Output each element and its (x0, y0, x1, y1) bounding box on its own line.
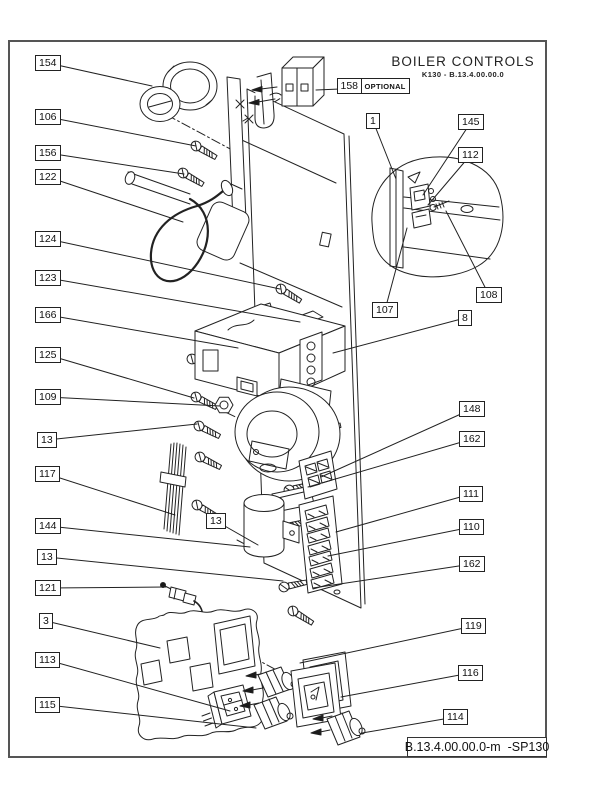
part-label-166: 166 (35, 307, 61, 324)
part-label-162: 162 (459, 556, 485, 573)
optional-text: OPTIONAL (364, 81, 406, 91)
part-number-158: 158 (337, 78, 362, 95)
part-label-123: 123 (35, 270, 61, 287)
part-label-110: 110 (459, 519, 484, 536)
rocker-switch-113 (201, 684, 252, 729)
part-label-106: 106 (35, 109, 61, 126)
part-label-158-optional: 158 OPTIONAL (337, 78, 410, 95)
part-label-3: 3 (39, 613, 53, 630)
part-label-162: 162 (459, 431, 485, 448)
leader-lines (45, 62, 490, 734)
drawing-title: BOILER CONTROLS K130 - B.13.4.00.00.0 (388, 54, 538, 79)
lamp-holder-2 (239, 696, 294, 730)
part-label-8: 8 (458, 310, 472, 327)
doc-ref-text: B.13.4.00.00.0-m -SP130 (404, 740, 550, 754)
terminal-strip-lower (298, 495, 343, 594)
part-label-119: 119 (461, 618, 486, 635)
part-label-154: 154 (35, 55, 61, 72)
part-label-1: 1 (366, 113, 380, 130)
capillary-cable-122 (124, 171, 250, 283)
part-label-148: 148 (459, 401, 485, 418)
wire-bundle-117 (159, 442, 187, 536)
part-label-114: 114 (443, 709, 468, 726)
part-label-144: 144 (35, 518, 61, 535)
doc-ref-box: B.13.4.00.00.0-m -SP130 (404, 737, 550, 757)
lamp-holder-119 (242, 666, 298, 698)
part-label-117: 117 (35, 466, 60, 483)
part-label-121: 121 (35, 580, 61, 597)
part-label-111: 111 (459, 486, 483, 503)
part-label-116: 116 (458, 665, 483, 682)
part-label-112: 112 (458, 147, 483, 164)
sheet-border-frame (8, 40, 547, 758)
part-label-108: 108 (476, 287, 502, 304)
part-label-13: 13 (206, 513, 226, 530)
part-label-115: 115 (35, 697, 60, 714)
gauge-154 (139, 61, 218, 122)
subtitle-text: K130 - B.13.4.00.00.0 (421, 70, 505, 79)
part-label-109: 109 (35, 389, 61, 406)
part-label-113: 113 (35, 652, 60, 669)
part-label-122: 122 (35, 169, 61, 186)
part-label-145: 145 (458, 114, 484, 131)
capacitor-144 (243, 494, 300, 558)
part-label-13: 13 (37, 432, 57, 449)
part-label-13: 13 (37, 549, 57, 566)
detail-view (371, 156, 504, 278)
part-label-156: 156 (35, 145, 61, 162)
title-text: BOILER CONTROLS (391, 54, 535, 69)
connector-114 (310, 710, 366, 746)
part-label-125: 125 (35, 347, 61, 364)
part-label-107: 107 (372, 302, 398, 319)
part-label-124: 124 (35, 231, 61, 248)
transformer-158 (248, 56, 325, 107)
